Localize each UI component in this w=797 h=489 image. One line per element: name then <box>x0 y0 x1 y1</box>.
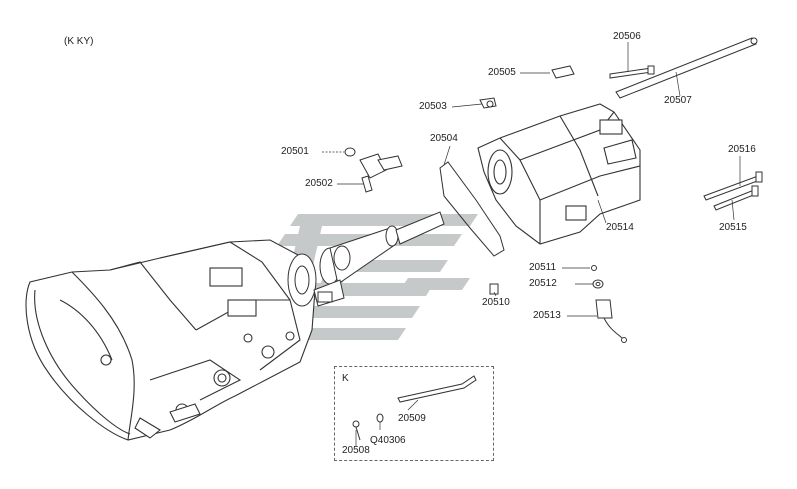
part-label-20505[interactable]: 20505 <box>488 67 516 78</box>
part-label-20507[interactable]: 20507 <box>664 95 692 106</box>
part-label-20504[interactable]: 20504 <box>430 133 458 144</box>
gear-train <box>287 211 445 307</box>
part-label-20511[interactable]: 20511 <box>529 262 557 273</box>
bolt-20506 <box>609 65 655 79</box>
inset-box-k: K <box>334 366 494 461</box>
part-label-20508[interactable]: 20508 <box>342 445 370 456</box>
shift-rod <box>615 37 758 99</box>
part-label-20515[interactable]: 20515 <box>719 222 747 233</box>
part-label-20501[interactable]: 20501 <box>281 146 309 157</box>
part-label-20512[interactable]: 20512 <box>529 278 557 289</box>
part-label-20513[interactable]: 20513 <box>533 310 561 321</box>
part-label-20503[interactable]: 20503 <box>419 101 447 112</box>
part-label-20514[interactable]: 20514 <box>606 222 634 233</box>
inset-parts <box>352 375 477 446</box>
leader-lines <box>322 42 741 317</box>
part-label-20502[interactable]: 20502 <box>305 178 333 189</box>
part-label-20506[interactable]: 20506 <box>613 31 641 42</box>
part-label-20510[interactable]: 20510 <box>482 297 510 308</box>
inset-label: K <box>342 373 349 384</box>
gasket-outline <box>439 161 505 257</box>
rear-extension-housing <box>477 103 641 245</box>
bolt-20515 <box>713 185 759 211</box>
variant-note: (K KY) <box>64 36 94 47</box>
transmission-main-case <box>25 239 316 441</box>
part-label-q40306[interactable]: Q40306 <box>370 435 406 446</box>
part-label-20516[interactable]: 20516 <box>728 144 756 155</box>
part-label-20509[interactable]: 20509 <box>398 413 426 424</box>
small-components <box>344 65 627 343</box>
